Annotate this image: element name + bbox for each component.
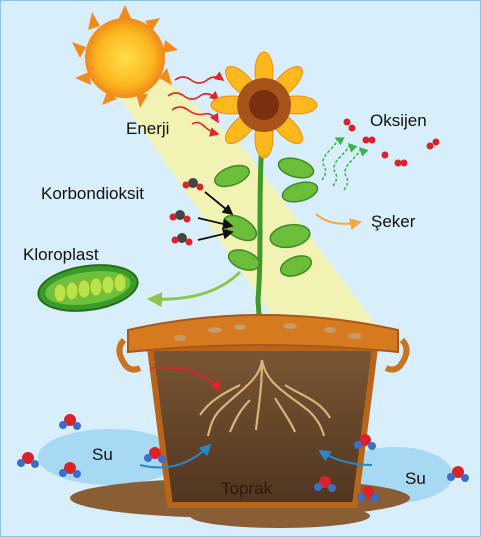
energy-label: Enerji: [126, 119, 169, 139]
co2-molecules: [170, 178, 204, 246]
water-right-label: Su: [405, 469, 426, 489]
oxygen-label: Oksijen: [370, 111, 427, 131]
sugar-arrow: [316, 214, 360, 224]
carbon-dioxide-label: Korbondioksit: [41, 184, 144, 204]
chloroplast-arrow: [150, 272, 240, 299]
sugar-label: Şeker: [371, 212, 415, 232]
chloroplast-label: Kloroplast: [23, 245, 99, 265]
sunflower-icon: [211, 52, 317, 158]
oxygen-arrows: [322, 138, 360, 190]
chloroplast-icon: [35, 259, 140, 316]
water-left-label: Su: [92, 445, 113, 465]
soil-label: Toprak: [221, 479, 272, 499]
